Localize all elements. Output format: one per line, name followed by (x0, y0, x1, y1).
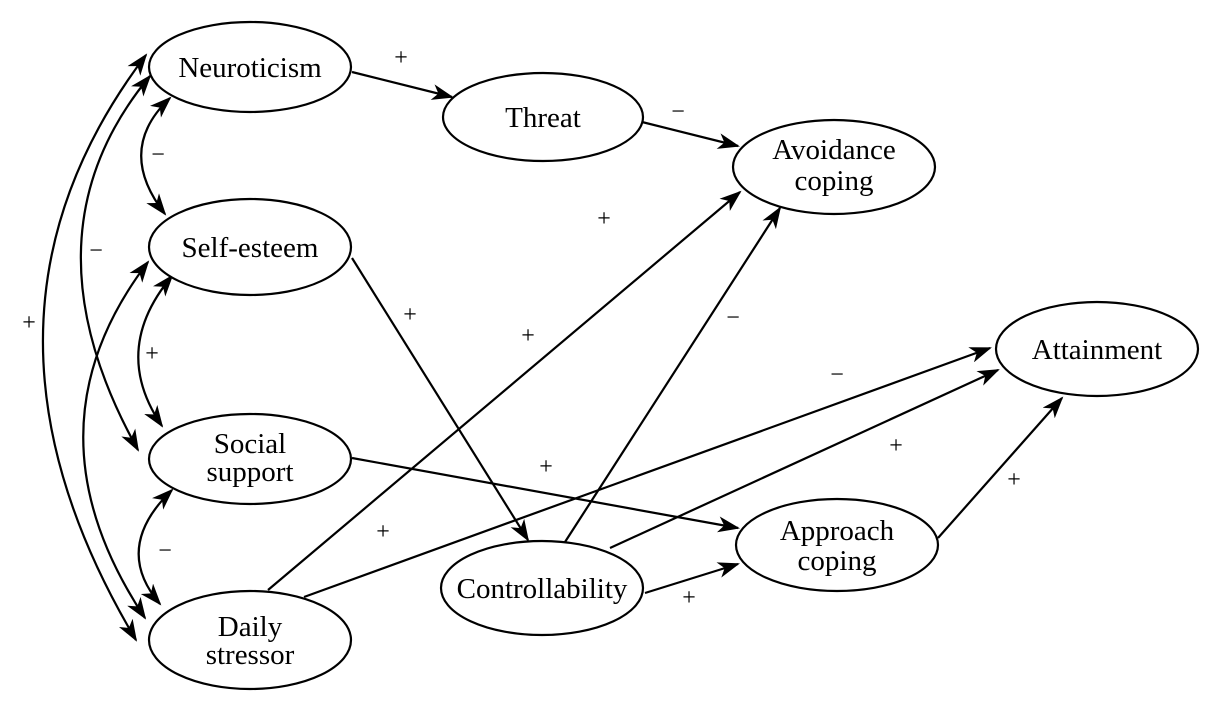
node-social-support: Social support (147, 412, 353, 506)
node-attainment: Attainment (994, 300, 1200, 398)
corr-neuroticism-daily (41, 53, 148, 642)
sign-daily-attainment: − (830, 362, 844, 388)
sign-neuroticism-social: − (89, 238, 103, 264)
sign-daily-approach: + (376, 519, 390, 545)
sign-daily-avoidance-upper: + (597, 206, 611, 232)
node-daily-label-line1: Daily (218, 611, 283, 643)
edges (41, 53, 1064, 642)
node-threat-label: Threat (505, 102, 581, 134)
edge-daily-avoidance (267, 190, 742, 591)
node-controllability-label: Controllability (457, 573, 628, 605)
edge-selfesteem-controllability (351, 257, 530, 542)
sign-daily-avoidance-lower: + (521, 323, 535, 349)
sign-neuroticism-daily: + (22, 310, 36, 336)
node-controllability: Controllability (439, 539, 645, 637)
node-daily-label-line2: stressor (206, 639, 295, 671)
edge-threat-avoidance (641, 120, 740, 149)
corr-selfesteem-daily (82, 260, 150, 620)
sign-neuroticism-threat: + (394, 45, 408, 71)
edge-controllability-attainment (609, 369, 1000, 549)
sign-controllability-attainment: + (889, 433, 903, 459)
node-avoidance-label-line1: Avoidance (772, 134, 895, 166)
edge-controllability-approach (644, 562, 740, 595)
sign-social-approach: + (539, 454, 553, 480)
node-approach-coping: Approach coping (734, 497, 940, 593)
sign-approach-attainment: + (1007, 467, 1021, 493)
node-approach-label-line2: coping (798, 545, 877, 577)
node-avoidance-coping: Avoidance coping (731, 118, 937, 216)
edge-approach-attainment (937, 396, 1064, 539)
nodes: Neuroticism Threat Avoidance coping Self… (147, 20, 1200, 691)
node-social-label-line2: support (207, 456, 294, 488)
node-neuroticism: Neuroticism (147, 20, 353, 114)
sign-labels: + − − − + + − + + + − − + + + + + (22, 45, 1021, 611)
sign-selfesteem-controllability: + (403, 302, 417, 328)
sign-selfesteem-social: + (145, 341, 159, 367)
node-daily-stressor: Daily stressor (147, 589, 353, 691)
edge-daily-attainment (303, 346, 992, 599)
node-threat: Threat (441, 71, 645, 163)
node-attainment-label: Attainment (1032, 334, 1162, 366)
node-self-esteem: Self-esteem (147, 197, 353, 297)
node-avoidance-label-line2: coping (795, 165, 874, 197)
node-approach-label-line1: Approach (780, 515, 895, 547)
sign-threat-avoidance: − (671, 99, 685, 125)
sign-controllability-avoidance: − (726, 305, 740, 331)
sign-controllability-approach: + (682, 585, 696, 611)
edge-social-approach (351, 456, 740, 533)
edge-neuroticism-threat (351, 70, 454, 100)
node-neuroticism-label: Neuroticism (178, 52, 322, 84)
node-self-esteem-label: Self-esteem (182, 232, 319, 264)
edge-controllability-avoidance (564, 206, 782, 543)
sign-social-daily: − (158, 538, 172, 564)
node-social-label-line1: Social (214, 428, 287, 460)
corr-social-daily (137, 488, 174, 606)
sign-neuroticism-selfesteem: − (151, 142, 165, 168)
